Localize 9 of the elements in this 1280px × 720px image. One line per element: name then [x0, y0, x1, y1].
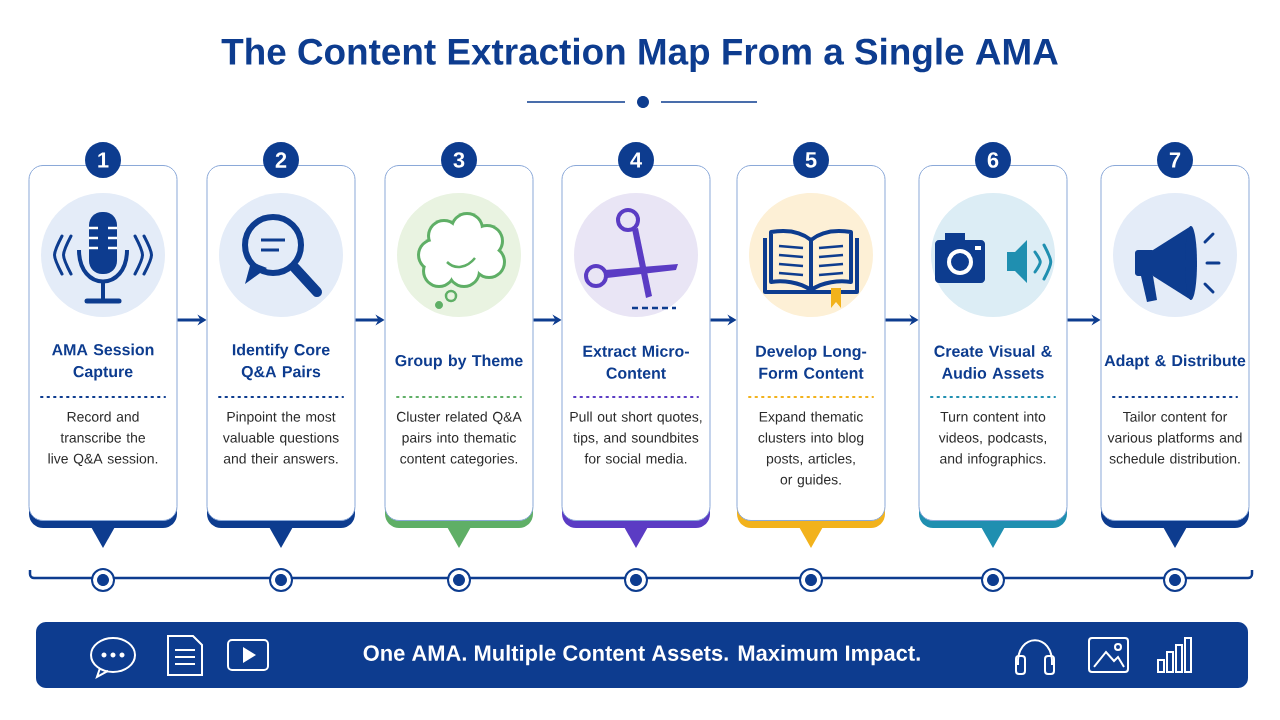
number-badge: 2 — [263, 142, 299, 178]
banner: One AMA. Multiple Content Assets. Maximum Impact. — [36, 622, 1248, 688]
number-badge: 5 — [793, 142, 829, 178]
number-badge: 4 — [618, 142, 654, 178]
number-badge: 6 — [975, 142, 1011, 178]
number-badge: 7 — [1157, 142, 1193, 178]
number-badge: 3 — [441, 142, 477, 178]
number-badge: 1 — [85, 142, 121, 178]
title: The Content Extraction Map From a Single AMA — [221, 37, 1058, 73]
